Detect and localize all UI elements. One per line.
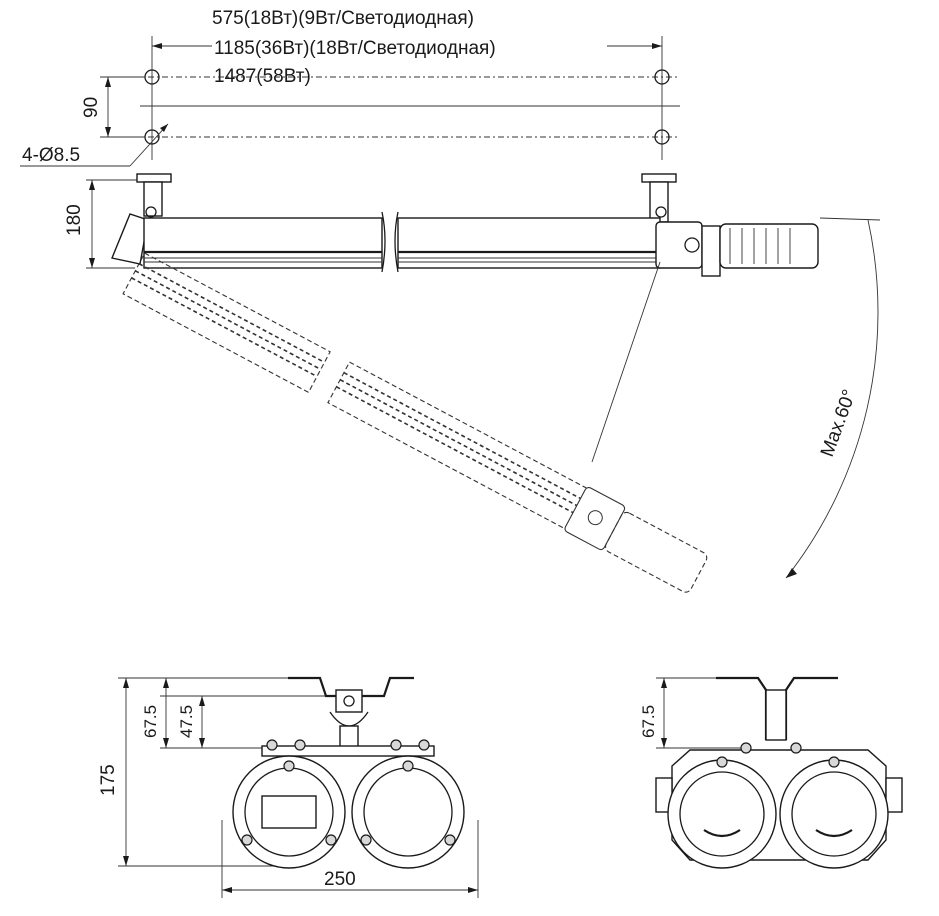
tilted-end-cap — [564, 487, 626, 551]
tube-bolt-icon — [241, 834, 253, 846]
tube-bolt-icon — [283, 760, 295, 772]
tilt-arc — [785, 219, 879, 579]
arrow-down-icon — [123, 856, 129, 866]
arc-arrow-icon — [786, 568, 797, 578]
arrow-left-icon — [222, 887, 232, 893]
rail-bolt-icon — [294, 739, 306, 751]
bracket-hook — [329, 711, 369, 727]
ceiling-bracket — [136, 173, 172, 183]
front-view: 175 67.5 47.5 — [98, 676, 479, 898]
arrow-up-icon — [199, 696, 205, 706]
lens-bolt-icon — [716, 756, 728, 768]
ceiling-bracket — [641, 173, 677, 183]
bracket-stem — [339, 725, 359, 749]
arrow-right-icon — [468, 887, 478, 893]
mounting-hole-icon — [654, 129, 670, 145]
lens-mark-icon — [815, 829, 853, 838]
end-flange-right — [885, 777, 903, 813]
pivot-bolt-icon — [655, 206, 667, 218]
end-lens-right-outer — [779, 759, 889, 869]
tube-right-outer — [351, 755, 465, 869]
tube-left-window — [261, 795, 317, 829]
leader-arrow-icon — [160, 124, 168, 132]
mounting-hole-icon — [654, 69, 670, 85]
luminaire-segment-right — [397, 217, 661, 269]
width-label: 250 — [324, 869, 356, 890]
gland-collar — [701, 225, 721, 277]
luminaire-segment-left — [143, 217, 383, 269]
arrow-up-icon — [123, 678, 129, 688]
gland-nut-icon — [684, 237, 700, 253]
tilt-label: Max.60° — [817, 387, 861, 460]
swing-link-line — [591, 261, 661, 463]
bracket-stem — [765, 689, 787, 741]
hole-leader-line — [129, 123, 169, 167]
gland-body — [719, 223, 819, 269]
top-rail — [261, 745, 435, 757]
label-bg — [212, 36, 607, 58]
break-mark — [381, 211, 386, 273]
inner-height-label: 47.5 — [177, 705, 196, 738]
pivot-bolt-icon — [145, 206, 157, 218]
cable-gland — [655, 221, 819, 277]
end-lens-left-outer — [667, 759, 777, 869]
arrow-down-icon — [199, 738, 205, 748]
hole-label: 4-Ø8.5 — [22, 145, 80, 166]
side-view: 180 — [64, 173, 881, 593]
arrow-right-icon — [652, 43, 662, 49]
luminaire-body-horizontal — [143, 211, 661, 273]
tilted-segment-right — [327, 361, 607, 540]
housing-bolt-icon — [790, 742, 802, 754]
tube-bolt-icon — [360, 834, 372, 846]
lens-bolt-icon — [828, 756, 840, 768]
tilted-segment-left — [122, 252, 331, 394]
arrow-down-icon — [163, 738, 169, 748]
overall-height-label: 175 — [98, 764, 119, 796]
tube-bolt-icon — [444, 834, 456, 846]
arrow-up-icon — [163, 678, 169, 688]
clamp-bolt-icon — [343, 695, 355, 707]
end-cap — [655, 221, 703, 269]
label-bg — [210, 4, 600, 28]
spacing-label: 90 — [81, 97, 102, 118]
arrow-up-icon — [661, 678, 667, 688]
bracket-clamp — [335, 689, 363, 713]
arrow-up-icon — [89, 180, 95, 190]
tilted-gland-nut-icon — [587, 510, 603, 526]
arrow-down-icon — [89, 258, 95, 268]
break-mark — [394, 211, 399, 273]
arc-reference-line — [819, 217, 881, 221]
rail-bolt-icon — [418, 739, 430, 751]
bracket-height-label: 67.5 — [639, 705, 658, 738]
top-view: 575(18Вт)(9Вт/Светодиодная) 1185(36Вт)(1… — [20, 4, 680, 167]
end-lens-left-inner — [679, 771, 765, 857]
end-view: 67.5 — [639, 676, 903, 869]
rail-bolt-icon — [266, 739, 278, 751]
tilted-gland-body — [604, 511, 708, 593]
length-label-2: 1185(36Вт)(18Вт/Светодиодная) — [214, 38, 496, 59]
end-lens-right-inner — [791, 771, 877, 857]
housing-bolt-icon — [740, 742, 752, 754]
height-label: 180 — [64, 204, 85, 236]
rail-bolt-icon — [390, 739, 402, 751]
arrow-up-icon — [105, 77, 111, 87]
tube-bolt-icon — [402, 760, 414, 772]
arrow-down-icon — [105, 127, 111, 137]
luminaire-tilted — [122, 252, 708, 593]
bracket-height-label: 67.5 — [141, 705, 160, 738]
length-label-1: 575(18Вт)(9Вт/Светодиодная) — [212, 8, 474, 29]
arrow-left-icon — [152, 43, 162, 49]
tube-bolt-icon — [325, 834, 337, 846]
arrow-down-icon — [661, 738, 667, 748]
lens-mark-icon — [703, 829, 741, 838]
